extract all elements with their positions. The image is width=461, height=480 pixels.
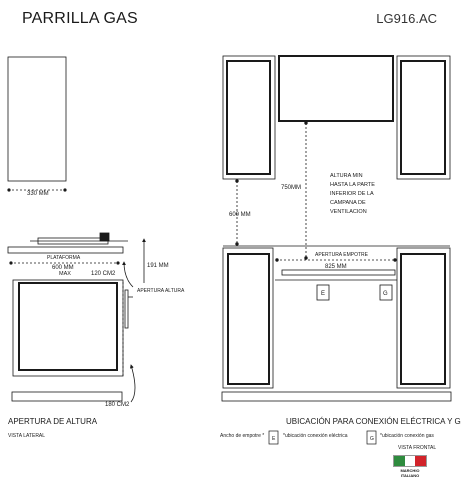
front-hood bbox=[278, 55, 394, 122]
side-dim-max-label: MAX bbox=[59, 271, 71, 277]
italian-badge: MARCHIO ITALIANO bbox=[393, 455, 427, 478]
side-dim-600-end-left bbox=[9, 261, 13, 265]
front-dim-750-label: 750MM bbox=[281, 185, 301, 191]
side-door-handle bbox=[124, 289, 129, 329]
front-cutout-label: APERTURA EMPOTRE bbox=[315, 252, 369, 258]
front-upper-cabinet-right-door bbox=[400, 60, 446, 175]
side-view-label: VISTA LATERAL bbox=[8, 433, 45, 439]
side-vent-area-label: 120 CM2 bbox=[91, 271, 116, 277]
model-code: LG916.AC bbox=[376, 11, 437, 26]
side-dim-330-end-left bbox=[7, 188, 11, 192]
front-dim-750-bottom bbox=[304, 256, 308, 260]
front-upper-cabinet-right bbox=[396, 55, 451, 180]
front-section-title: UBICACIÓN PARA CONEXIÓN ELÉCTRICA Y GAS bbox=[286, 417, 461, 426]
front-dim-600-top bbox=[235, 179, 239, 183]
page-title: PARRILLA GAS bbox=[22, 10, 138, 27]
side-dim-600-end-right bbox=[116, 261, 120, 265]
front-plinth bbox=[221, 391, 452, 402]
italian-flag-icon bbox=[393, 455, 427, 467]
side-dim-191-label: 191 MM bbox=[147, 263, 169, 269]
side-countertop bbox=[7, 246, 124, 254]
front-dim-825-end-left bbox=[275, 258, 279, 262]
front-electric-box bbox=[316, 284, 330, 301]
front-note-line4: CAMPANA DE bbox=[330, 200, 366, 206]
legend-electric-box bbox=[268, 430, 279, 445]
front-dim-825-end-right bbox=[393, 258, 397, 262]
front-electric-letter: E bbox=[321, 291, 325, 297]
side-view bbox=[7, 56, 146, 403]
front-note-line5: VENTILACION bbox=[330, 209, 367, 215]
flag-stripe-white bbox=[404, 456, 416, 466]
legend-electric-text: *ubicación conexión eléctrica bbox=[283, 433, 348, 439]
side-bottom-vent-label: 180 CM2 bbox=[105, 402, 130, 408]
front-upper-cabinet-left bbox=[222, 55, 276, 180]
front-base-cabinet-left bbox=[222, 247, 274, 389]
front-gas-letter: G bbox=[383, 291, 388, 297]
side-dim-330-end-right bbox=[63, 188, 67, 192]
italian-badge-text: MARCHIO ITALIANO bbox=[400, 468, 420, 478]
front-hob bbox=[281, 269, 396, 276]
front-view-label: VISTA FRONTAL bbox=[398, 445, 436, 451]
front-upper-cabinet-left-door bbox=[226, 60, 271, 175]
front-dim-750-top bbox=[304, 121, 308, 125]
front-dim-600-bottom bbox=[235, 242, 239, 246]
front-base-cabinet-right bbox=[396, 247, 451, 389]
front-note-line2: HASTA LA PARTE bbox=[330, 182, 375, 188]
side-vent-label: APERTURA ALTURA bbox=[137, 288, 185, 294]
legend-cutout-width: Ancho de empotre * bbox=[220, 433, 264, 439]
front-base-cabinet-left-door bbox=[227, 253, 270, 385]
front-gas-box bbox=[379, 284, 393, 301]
front-note-line1: ALTURA MIN bbox=[330, 173, 363, 179]
legend-gas-box bbox=[366, 430, 377, 445]
side-lower-cabinet bbox=[12, 279, 124, 377]
flag-stripe-green bbox=[394, 456, 405, 466]
front-dim-825-label: 825 MM bbox=[325, 264, 347, 270]
side-plinth bbox=[11, 391, 123, 402]
side-platform-label: PLATAFORMA bbox=[47, 255, 81, 261]
side-section-title: APERTURA DE ALTURA bbox=[8, 417, 98, 426]
legend-electric-letter: E bbox=[272, 436, 276, 442]
legend-gas-text: *ubicación conexión gas bbox=[380, 433, 434, 439]
side-vent-arrow bbox=[122, 261, 134, 288]
legend-gas-letter: G bbox=[370, 436, 374, 442]
side-oven-box bbox=[18, 282, 118, 371]
front-note-line3: INFERIOR DE LA bbox=[330, 191, 374, 197]
side-upper-cabinet bbox=[7, 56, 67, 182]
side-dim-600-label: 600 MM bbox=[52, 265, 74, 271]
side-dim-330-label: 330 MM bbox=[27, 191, 49, 197]
front-base-cabinet-right-door bbox=[400, 253, 446, 385]
side-bottom-vent-arrow bbox=[129, 364, 136, 403]
flag-stripe-red bbox=[415, 456, 427, 466]
front-dim-600-label: 600 MM bbox=[229, 212, 251, 218]
hob-burner-knob bbox=[99, 232, 110, 242]
front-view bbox=[221, 55, 452, 402]
